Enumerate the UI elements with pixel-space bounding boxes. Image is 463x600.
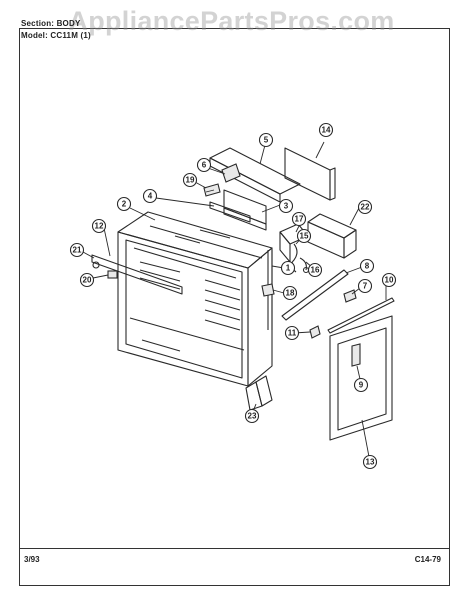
callout-label: 1 [286, 264, 291, 273]
callout-label: 9 [359, 381, 364, 390]
callout: 19 [182, 172, 198, 188]
junction-box [307, 213, 357, 259]
callout: 8 [359, 258, 375, 274]
callout-label: 19 [186, 176, 195, 185]
callout: 23 [244, 408, 260, 424]
callout: 5 [258, 132, 274, 148]
lower-bracket [245, 375, 273, 411]
callout-label: 14 [322, 126, 331, 135]
top-bracket [209, 201, 251, 223]
callout-label: 16 [311, 266, 320, 275]
callout-label: 7 [363, 282, 368, 291]
watermark: AppliancePartsPros.com [68, 6, 395, 36]
callout-label: 18 [286, 289, 295, 298]
section-label: Section: BODY [21, 19, 81, 28]
door-latch [351, 343, 361, 367]
door-panel [329, 315, 393, 441]
callout-label: 11 [288, 329, 297, 338]
callout-label: 22 [361, 203, 370, 212]
callout: 3 [278, 198, 294, 214]
leader-lines [82, 141, 387, 463]
callout-label: 17 [295, 215, 304, 224]
callout: 10 [381, 272, 397, 288]
callout: 21 [69, 242, 85, 258]
small-bracket [203, 183, 221, 197]
diagram-frame [19, 28, 450, 586]
footer-date: 3/93 [24, 555, 40, 564]
hinge-clip [221, 163, 241, 183]
vent-channel [223, 189, 267, 231]
callout: 12 [91, 218, 107, 234]
callout-label: 13 [366, 458, 375, 467]
callout: 9 [353, 377, 369, 393]
door-top-channel [281, 269, 349, 321]
callout: 15 [296, 228, 312, 244]
callout: 6 [196, 157, 212, 173]
callout: 14 [318, 122, 334, 138]
callout-label: 21 [73, 246, 82, 255]
callout-label: 2 [122, 200, 127, 209]
rail-clip [107, 270, 118, 279]
callout-label: 6 [202, 161, 207, 170]
footer-figure-code: C14-79 [414, 555, 441, 564]
callout: 22 [357, 199, 373, 215]
oven-body-cabinet [117, 211, 273, 387]
callout: 2 [116, 196, 132, 212]
callout: 20 [79, 272, 95, 288]
callout-label: 15 [300, 232, 309, 241]
wire-harness [299, 257, 310, 274]
callout: 18 [282, 285, 298, 301]
callout-label: 20 [83, 276, 92, 285]
callout: 4 [142, 188, 158, 204]
model-label: Model: CC11M (1) [21, 31, 91, 40]
callout-label: 3 [284, 202, 289, 211]
callout: 13 [362, 454, 378, 470]
callout-label: 8 [365, 262, 370, 271]
callout-label: 10 [385, 276, 394, 285]
footer-divider [19, 548, 450, 549]
callout-label: 23 [248, 412, 257, 421]
door-clip [309, 325, 321, 339]
side-bracket [261, 283, 275, 297]
callout-label: 4 [148, 192, 153, 201]
door-trim-strip [327, 297, 395, 334]
callout: 16 [307, 262, 323, 278]
callout-label: 5 [264, 136, 269, 145]
callout: 7 [357, 278, 373, 294]
callout: 17 [291, 211, 307, 227]
callout-label: 12 [95, 222, 104, 231]
callout: 1 [280, 260, 296, 276]
back-cover-plate [284, 147, 336, 201]
callout: 11 [284, 325, 300, 341]
front-trim-rail [91, 254, 183, 295]
